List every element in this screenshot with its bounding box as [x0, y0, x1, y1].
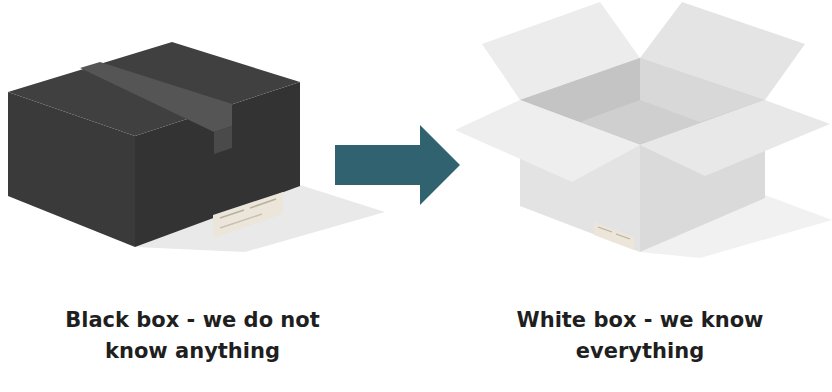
- label-line: [220, 214, 262, 228]
- box-top-face: [8, 42, 300, 136]
- box-label: [213, 192, 283, 238]
- box-tape: [214, 126, 232, 154]
- box-node: Black box - we do not know anything: [50, 30, 335, 370]
- box-caption: Black box - we do not know anything: [53, 305, 333, 367]
- flow-arrow: [335, 125, 460, 205]
- box-flap: [640, 100, 830, 176]
- label-line: [598, 227, 612, 232]
- label-line: [250, 199, 276, 208]
- label-line: [220, 210, 244, 218]
- white-box-illustration: [455, 2, 832, 258]
- black-box-illustration: [8, 42, 385, 252]
- box-node: White box - we know everything: [460, 30, 820, 370]
- box-flap: [455, 100, 640, 182]
- box-tape: [80, 62, 232, 132]
- label-line: [616, 234, 630, 239]
- box-label: [594, 222, 634, 250]
- box-caption: White box - we know everything: [500, 305, 780, 367]
